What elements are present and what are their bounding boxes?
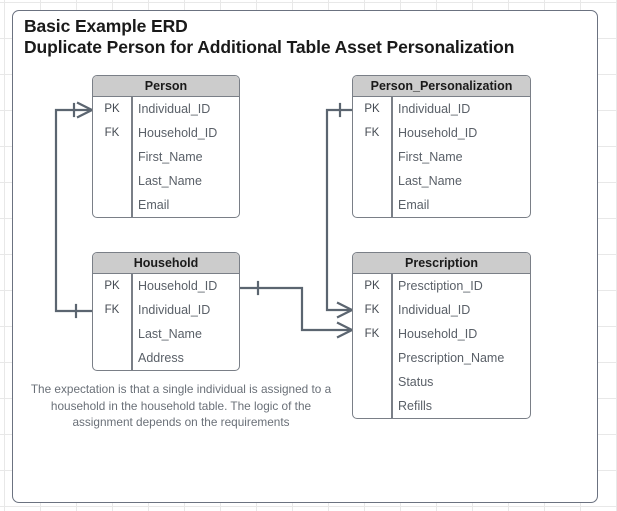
entity-prescription-fields: PK Presctiption_ID FK Individual_ID FK H… [353, 274, 530, 418]
diagram-title-block: Basic Example ERD Duplicate Person for A… [24, 16, 594, 58]
table-row: PK Household_ID [93, 274, 239, 298]
row-key: PK [364, 103, 380, 115]
row-field: Email [398, 198, 430, 212]
row-field: Last_Name [398, 174, 462, 188]
entity-person-personalization-fields: PK Individual_ID FK Household_ID First_N… [353, 97, 530, 217]
table-row: Email [93, 193, 239, 217]
row-field: Last_Name [138, 327, 202, 341]
row-field: Status [398, 375, 434, 389]
table-row: PK Individual_ID [353, 97, 530, 121]
entity-person-personalization-title: Person_Personalization [353, 76, 530, 97]
table-row: Last_Name [353, 169, 530, 193]
row-field: Household_ID [138, 126, 218, 140]
row-field: Individual_ID [138, 102, 211, 116]
row-key: FK [104, 127, 120, 139]
entity-prescription-title: Prescription [353, 253, 530, 274]
row-field: First_Name [138, 150, 203, 164]
entity-person-title: Person [93, 76, 239, 97]
row-field: Individual_ID [138, 303, 211, 317]
entity-household[interactable]: Household PK Household_ID FK Individual_… [92, 252, 240, 371]
table-row: PK Individual_ID [93, 97, 239, 121]
row-field: Prescription_Name [398, 351, 505, 365]
entity-household-title: Household [93, 253, 239, 274]
table-row: Prescription_Name [353, 346, 530, 370]
row-field: Individual_ID [398, 102, 471, 116]
row-key: PK [364, 280, 380, 292]
table-row: FK Household_ID [353, 322, 530, 346]
row-key: FK [364, 304, 380, 316]
row-key: FK [364, 328, 380, 340]
row-key: PK [104, 103, 120, 115]
diagram-note: The expectation is that a single individ… [30, 382, 332, 429]
row-field: Refills [398, 399, 433, 413]
row-field: Household_ID [398, 327, 478, 341]
row-key: FK [364, 127, 380, 139]
entity-prescription[interactable]: Prescription PK Presctiption_ID FK Indiv… [352, 252, 531, 419]
row-field: Individual_ID [398, 303, 471, 317]
table-row: First_Name [353, 145, 530, 169]
entity-person-personalization[interactable]: Person_Personalization PK Individual_ID … [352, 75, 531, 218]
table-row: Address [93, 346, 239, 370]
table-row: FK Individual_ID [93, 298, 239, 322]
table-row: PK Presctiption_ID [353, 274, 530, 298]
row-key: FK [104, 304, 120, 316]
table-row: Last_Name [93, 322, 239, 346]
diagram-title-line-2: Duplicate Person for Additional Table As… [24, 37, 515, 57]
row-field: Household_ID [138, 279, 218, 293]
entity-household-fields: PK Household_ID FK Individual_ID Last_Na… [93, 274, 239, 370]
table-row: First_Name [93, 145, 239, 169]
row-field: Email [138, 198, 170, 212]
table-row: FK Individual_ID [353, 298, 530, 322]
row-field: Presctiption_ID [398, 279, 483, 293]
table-row: FK Household_ID [93, 121, 239, 145]
table-row: FK Household_ID [353, 121, 530, 145]
table-row: Last_Name [93, 169, 239, 193]
row-field: Address [138, 351, 184, 365]
table-row: Status [353, 370, 530, 394]
diagram-title-line-1: Basic Example ERD [24, 16, 188, 36]
row-field: First_Name [398, 150, 463, 164]
table-row: Email [353, 193, 530, 217]
row-key: PK [104, 280, 120, 292]
row-field: Household_ID [398, 126, 478, 140]
table-row: Refills [353, 394, 530, 418]
entity-person-fields: PK Individual_ID FK Household_ID First_N… [93, 97, 239, 217]
row-field: Last_Name [138, 174, 202, 188]
entity-person[interactable]: Person PK Individual_ID FK Household_ID … [92, 75, 240, 218]
